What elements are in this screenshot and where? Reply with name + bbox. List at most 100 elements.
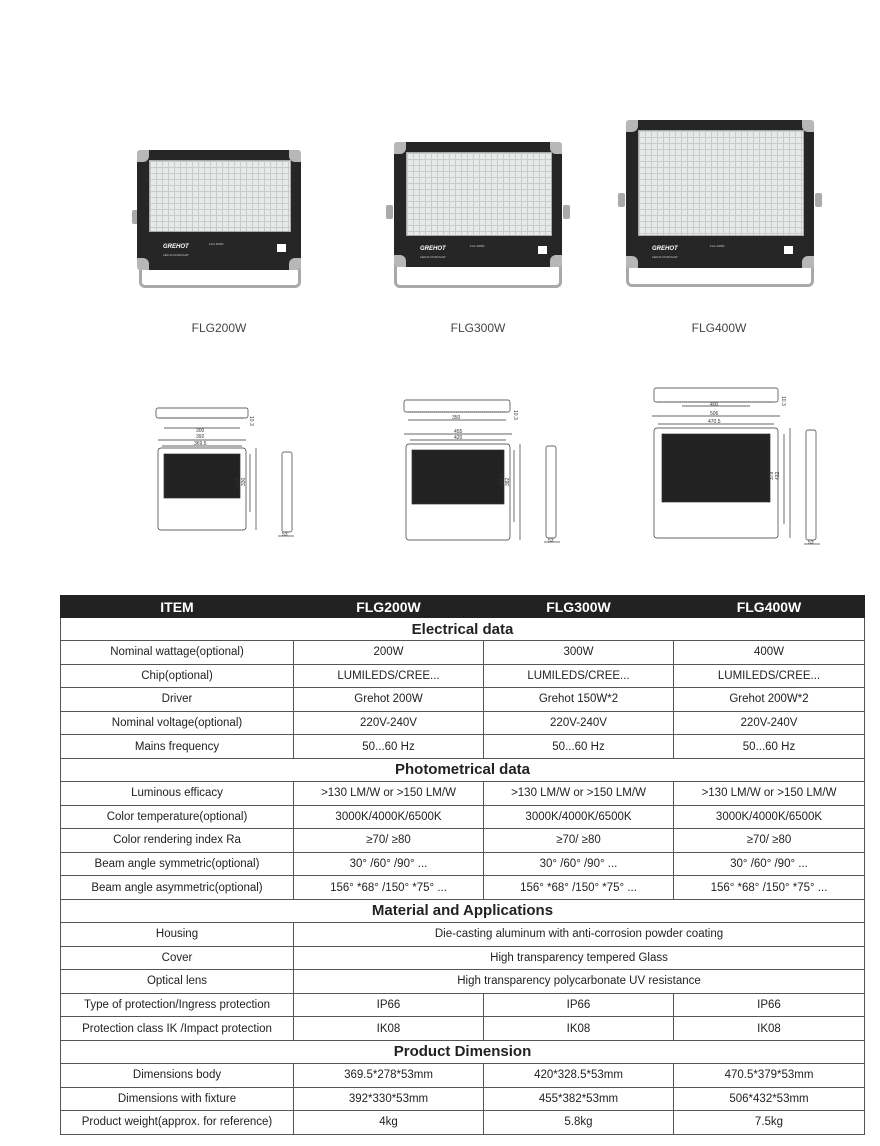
svg-text:300: 300 xyxy=(196,428,205,434)
row-label: Driver xyxy=(60,687,294,712)
product-caption: FLG400W xyxy=(691,321,747,335)
table-cell: ≥70/ ≥80 xyxy=(673,828,865,853)
table-cell: IP66 xyxy=(673,992,865,1018)
svg-text:379: 379 xyxy=(769,471,775,480)
table-row: Beam angle asymmetric(optional) 156° *68°… xyxy=(60,875,865,900)
table-cell: Grehot 200W xyxy=(293,687,484,712)
table-cell: 200W xyxy=(293,640,484,665)
product-photo-flg300w: GREHOT LED FLOODLIGHT FLG 300W xyxy=(386,140,570,290)
table-cell: 3000K/4000K/6500K xyxy=(483,804,674,830)
spec-table: ITEM FLG200W FLG300W FLG400W Electrical … xyxy=(60,595,865,1135)
table-cell: >130 LM/W or >150 LM/W xyxy=(293,780,484,806)
section-row: Electrical data xyxy=(60,617,865,641)
table-cell: 220V-240V xyxy=(293,710,484,736)
row-label: Protection class IK /Impact protection xyxy=(60,1016,294,1041)
table-row: Color temperature(optional) 3000K/4000K/6… xyxy=(60,804,865,830)
svg-text:432: 432 xyxy=(775,471,781,480)
row-label: Nominal voltage(optional) xyxy=(60,710,294,736)
table-cell: 420*328.5*53mm xyxy=(483,1062,674,1088)
table-cell-span: Die-casting aluminum with anti-corrosion… xyxy=(293,921,865,947)
row-label: Color rendering index Ra xyxy=(60,828,294,853)
row-label: Beam angle symmetric(optional) xyxy=(60,851,294,877)
svg-text:369.5: 369.5 xyxy=(194,441,207,447)
dimension-drawing-flg200w: 300 10.3 392 369.5 278 330 53 xyxy=(150,404,300,544)
product-caption: FLG200W xyxy=(191,321,247,335)
table-cell: LUMILEDS/CREE... xyxy=(673,663,865,689)
section-title-photometrical: Photometrical data xyxy=(60,757,865,782)
row-label: Nominal wattage(optional) xyxy=(60,640,294,665)
table-cell: 30° /60° /90° ... xyxy=(483,851,674,877)
table-cell: 4kg xyxy=(293,1110,484,1135)
table-cell-span: High transparency tempered Glass xyxy=(293,945,865,971)
table-row: Chip(optional)LUMILEDS/CREE...LUMILEDS/C… xyxy=(60,663,865,689)
row-label: Optical lens xyxy=(60,969,294,994)
row-label: Color temperature(optional) xyxy=(60,804,294,830)
table-cell: 7.5kg xyxy=(673,1110,865,1135)
table-cell: 156° *68° /150° *75° ... xyxy=(483,875,674,900)
table-cell-span: High transparency polycarbonate UV resis… xyxy=(293,969,865,994)
table-cell: IK08 xyxy=(483,1016,674,1041)
row-label: Beam angle asymmetric(optional) xyxy=(60,875,294,900)
table-cell: 300W xyxy=(483,640,674,665)
table-cell: 455*382*53mm xyxy=(483,1086,674,1112)
brand-logo: GREHOT xyxy=(163,244,189,250)
table-cell: 220V-240V xyxy=(673,710,865,736)
svg-text:278: 278 xyxy=(235,477,241,486)
row-label: Dimensions body xyxy=(60,1062,294,1088)
table-cell: 470.5*379*53mm xyxy=(673,1062,865,1088)
svg-text:392: 392 xyxy=(196,434,205,440)
svg-text:10.3: 10.3 xyxy=(248,416,254,426)
table-cell: LUMILEDS/CREE... xyxy=(483,663,674,689)
section-row: Material and Applications xyxy=(60,898,865,923)
dimension-drawing-flg400w: 400 10.3 506 470.5 379 432 53 xyxy=(646,384,828,552)
table-row: Color rendering index Ra≥70/ ≥80≥70/ ≥80… xyxy=(60,828,865,853)
svg-text:400: 400 xyxy=(710,402,719,408)
row-label: Luminous efficacy xyxy=(60,780,294,806)
table-cell: >130 LM/W or >150 LM/W xyxy=(673,780,865,806)
row-label: Housing xyxy=(60,921,294,947)
table-cell: Grehot 150W*2 xyxy=(483,687,674,712)
row-label: Chip(optional) xyxy=(60,663,294,689)
section-title-electrical: Electrical data xyxy=(60,617,865,641)
svg-text:10.3: 10.3 xyxy=(780,396,786,406)
dimension-drawing-flg300w: 350 10.3 455 420 328.5 382 53 xyxy=(396,396,568,548)
table-cell: 5.8kg xyxy=(483,1110,674,1135)
svg-text:53: 53 xyxy=(282,532,288,538)
product-caption: FLG300W xyxy=(450,321,506,335)
table-cell: IK08 xyxy=(293,1016,484,1041)
table-cell: ≥70/ ≥80 xyxy=(293,828,484,853)
table-cell: IP66 xyxy=(293,992,484,1018)
product-photo-flg200w: GREHOT LED FLOODLIGHT FLG 200W xyxy=(132,148,308,290)
svg-text:455: 455 xyxy=(454,429,463,435)
svg-text:470.5: 470.5 xyxy=(708,419,721,425)
table-cell: LUMILEDS/CREE... xyxy=(293,663,484,689)
section-title-material: Material and Applications xyxy=(60,898,865,923)
table-cell: 392*330*53mm xyxy=(293,1086,484,1112)
svg-text:10.3: 10.3 xyxy=(512,410,518,420)
svg-text:330: 330 xyxy=(241,477,247,486)
svg-text:328.5: 328.5 xyxy=(499,473,505,486)
table-cell: 506*432*53mm xyxy=(673,1086,865,1112)
row-label: Dimensions with fixture xyxy=(60,1086,294,1112)
table-cell: 400W xyxy=(673,640,865,665)
table-cell: IK08 xyxy=(673,1016,865,1041)
product-photo-flg400w: GREHOT LED FLOODLIGHT FLG 400W xyxy=(618,118,822,290)
table-cell: >130 LM/W or >150 LM/W xyxy=(483,780,674,806)
wattage-badge xyxy=(538,246,547,254)
table-cell: 30° /60° /90° ... xyxy=(673,851,865,877)
table-cell: 30° /60° /90° ... xyxy=(293,851,484,877)
wattage-badge xyxy=(277,244,286,252)
table-cell: 369.5*278*53mm xyxy=(293,1062,484,1088)
table-row: Beam angle symmetric(optional)30° /60° /… xyxy=(60,851,865,877)
row-label: Product weight(approx. for reference) xyxy=(60,1110,294,1135)
